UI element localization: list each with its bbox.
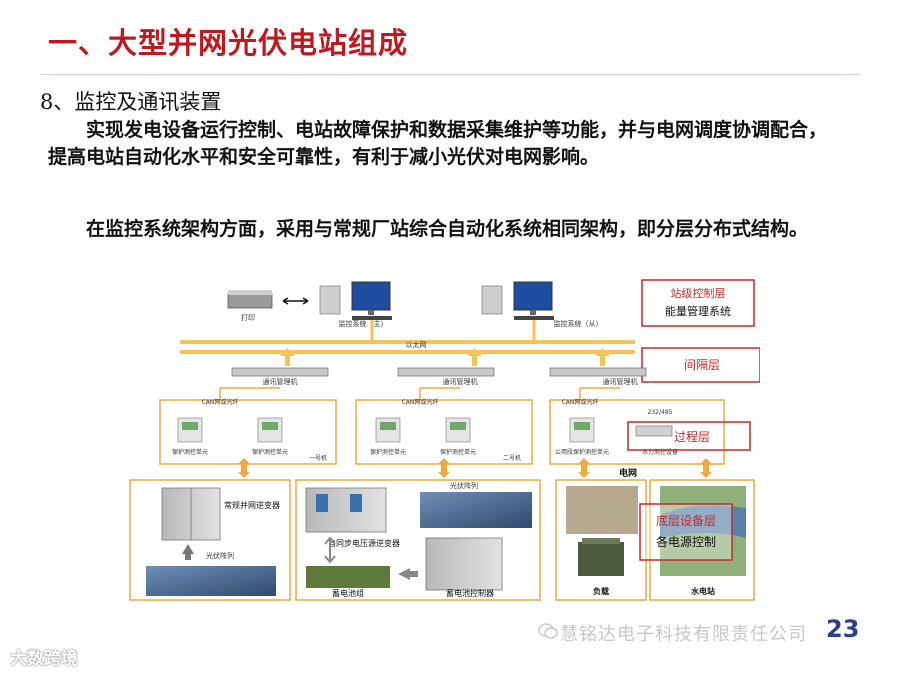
double-arrow-icon (282, 297, 309, 305)
pv-array-label-1: 光伏阵列 (206, 551, 234, 560)
bay-layer-label: 间隔层 (684, 358, 720, 372)
base-device-layer-box (639, 503, 733, 561)
left-arrow-icon (398, 568, 410, 580)
power-control-label: 各电源控制 (656, 534, 716, 549)
process-layer-label: 过程层 (674, 429, 710, 444)
monitor-main-label: 监控系统（主） (339, 319, 388, 328)
slide-title: 一、大型并网光伏电站组成 (48, 26, 409, 60)
bay-group-3 (549, 399, 725, 465)
comm-manager-label-1: 通讯管理机 (263, 377, 298, 386)
common-unit-label: 公用段保护测控单元 (555, 448, 609, 456)
comm-manager-label-2: 通讯管理机 (443, 377, 478, 386)
transformer-image (578, 538, 624, 576)
process-layer-box (627, 421, 751, 451)
protect-units-group-1 (177, 417, 283, 443)
grid-inverter-cabinet (161, 487, 221, 541)
can-fiber-label-3: CAN网或光纤 (562, 398, 599, 406)
protect-unit-label-2b: 保护测控单元 (440, 448, 476, 456)
sync-inverter-cabinets (305, 487, 387, 533)
printer-label: 打印 (241, 313, 255, 322)
base-box-load (555, 479, 647, 601)
battery-group-image (306, 566, 390, 588)
monitor-main-workstation (319, 281, 392, 320)
pv-array-image-2 (420, 492, 532, 528)
base-box-inverter (129, 479, 291, 601)
monitor-slave-workstation (481, 281, 554, 320)
comm-manager-1 (231, 367, 329, 377)
watermark-company: 慧铭达电子科技有限责任公司 (560, 624, 807, 645)
unit-2-label: 二号机 (503, 454, 521, 462)
comm-to-bay-connectors (219, 387, 620, 400)
hydro-device-label: 水力测控设备 (642, 448, 678, 456)
station-control-layer-box (641, 279, 755, 327)
grid-substation-image (566, 486, 638, 534)
monitor-slave-label: 监控系统（从） (554, 319, 603, 328)
grid-label: 电网 (619, 467, 637, 479)
base-device-layer-label: 底层设备层 (656, 513, 716, 528)
printer-device (227, 290, 273, 309)
comm-manager-3 (549, 367, 647, 377)
bay-layer-box (641, 347, 760, 383)
battery-group-label: 蓄电池组 (332, 588, 364, 598)
bidirectional-arrow-icon (324, 536, 336, 564)
load-label: 负载 (593, 586, 609, 596)
wechat-icon (538, 623, 558, 639)
can-fiber-label-1: CAN网或光纤 (202, 398, 239, 406)
base-box-storage (295, 479, 541, 601)
battery-controller-image (425, 537, 503, 591)
sync-inverter-label: 自同步电压源逆变器 (328, 538, 400, 548)
protect-unit-label-2a: 保护测控单元 (370, 448, 406, 456)
common-unit-device (569, 417, 673, 443)
station-control-layer-label: 站级控制层 (671, 286, 726, 300)
can-fiber-label-2: CAN网或光纤 (402, 398, 439, 406)
battery-controller-label: 蓄电池控制器 (446, 588, 494, 598)
rs232-485-label: 232/485 (648, 409, 673, 416)
base-box-hydro (649, 479, 755, 601)
bus-to-comm-arrows (280, 348, 610, 366)
title-divider (40, 74, 860, 75)
pv-array-label-2: 光伏阵列 (450, 481, 478, 490)
hydro-station-label: 水电站 (690, 586, 715, 596)
pv-array-image-1 (146, 566, 276, 596)
protect-unit-label-1b: 保护测控单元 (252, 448, 288, 456)
comm-manager-2 (397, 367, 495, 377)
section-heading: 8、监控及通讯装置 (40, 90, 222, 114)
grid-inverter-label: 常规并网逆变器 (224, 500, 280, 510)
comm-manager-label-3: 通讯管理机 (603, 377, 638, 386)
paragraph-function: 实现发电设备运行控制、电站故障保护和数据采集维护等功能，并与电网调度协调配合，提… (48, 119, 828, 168)
brand-watermark: 大数跨境 (10, 649, 78, 669)
page-number: 23 (826, 615, 860, 643)
ethernet-bus-upper (180, 340, 635, 344)
paragraph-architecture: 在监控系统架构方面，采用与常规厂站综合自动化系统相同架构，即分层分布式结构。 (48, 218, 809, 240)
ethernet-bus-lower (180, 350, 635, 354)
monitoring-architecture-diagram: 打印 监控系统（主） 监控系统（从） 站级控制层 能量管理系统 以太网 间隔层 (129, 279, 760, 601)
protect-unit-label-1a: 保护测控单元 (172, 448, 208, 456)
unit-1-label: 一号机 (309, 454, 327, 462)
bay-base-arrows (238, 458, 712, 478)
up-arrow-icon (182, 544, 194, 554)
monitor-bus-connectors (370, 320, 536, 340)
protect-units-group-2 (375, 417, 471, 443)
energy-management-label: 能量管理系统 (665, 304, 731, 318)
ethernet-label: 以太网 (406, 340, 427, 349)
